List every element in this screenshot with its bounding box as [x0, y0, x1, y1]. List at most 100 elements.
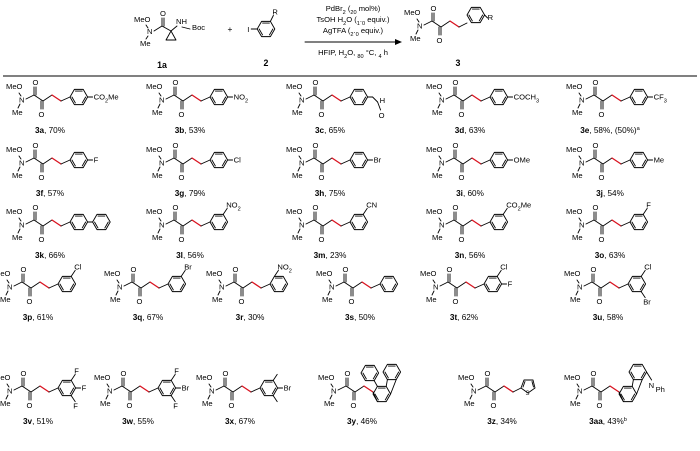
product-label-3h: 3h, 75% [315, 189, 346, 198]
start-material-label: 1a [157, 60, 167, 70]
benzene-ring [489, 88, 509, 106]
benzene-ring [209, 151, 229, 169]
nitrogen-label: N [107, 387, 112, 396]
compound-yield: , 70% [44, 126, 65, 135]
bond [48, 283, 59, 289]
new-c-c-bond [503, 385, 514, 393]
ring-double-bond [362, 372, 367, 380]
benzene-ring [628, 363, 648, 381]
product-label-3n: 3n, 56% [455, 251, 486, 260]
bond [6, 279, 10, 284]
new-c-c-bond [471, 157, 482, 165]
oxygen-label: O [313, 78, 319, 87]
bond [377, 101, 382, 111]
bond [456, 281, 467, 289]
bond [105, 394, 109, 400]
bond [370, 283, 381, 289]
bond [602, 94, 613, 102]
bond [640, 291, 646, 299]
nitrogen-label: N [471, 387, 476, 396]
bond [453, 94, 464, 102]
bond [438, 217, 442, 222]
bond [453, 157, 464, 165]
bond [480, 221, 491, 227]
ring-double-bond [271, 283, 276, 291]
bond [13, 385, 23, 391]
bond [60, 159, 71, 165]
benzene-ring [209, 213, 229, 231]
ring-double-bond [71, 96, 76, 104]
ring-double-bond [630, 393, 636, 401]
methyl-label: Me [426, 295, 437, 304]
compound-yield: , 79% [184, 189, 205, 198]
product-label-3v: 3v, 51% [23, 417, 53, 426]
methyl-label: Me [12, 171, 23, 180]
nitrogen-label: N [417, 22, 422, 31]
oxygen-label: O [121, 369, 127, 378]
nitrogen-label: N [439, 96, 444, 105]
oxygen-label: O [459, 173, 465, 182]
bond [33, 157, 44, 165]
ring-double-bond [491, 221, 496, 229]
benzene-ring [69, 213, 89, 231]
substituent-label: Br [374, 156, 382, 165]
ring-double-bond [221, 221, 227, 229]
thiophene-ring [520, 379, 536, 394]
methyl-label: Me [572, 108, 583, 117]
new-c-c-bond [51, 219, 62, 227]
methoxy-label: MeO [6, 145, 23, 154]
compound-yield: , 57% [43, 189, 64, 198]
bond [462, 94, 473, 102]
product-label-3k: 3k, 66% [35, 251, 65, 260]
oxygen-label: O [160, 9, 166, 18]
bond [70, 373, 76, 381]
reagent-3: AgTFA (2.0 equiv.) [323, 26, 384, 38]
ring-double-bond [478, 14, 484, 22]
compound-yield: , 58% [602, 313, 623, 322]
ring-double-bond [261, 387, 266, 395]
oxygen-label: O [319, 235, 325, 244]
bond [200, 159, 211, 165]
bond [578, 217, 582, 222]
bond [439, 281, 449, 287]
oxygen-label: O [379, 111, 385, 120]
methyl-label: Me [432, 171, 443, 180]
oxygen-label: O [313, 203, 319, 212]
bond [445, 219, 455, 225]
compound-id: 3z [487, 417, 496, 426]
bond [140, 281, 151, 289]
methoxy-label: MeO [146, 82, 163, 91]
bond [272, 373, 278, 381]
bond [620, 221, 631, 227]
bond [165, 219, 175, 225]
methyl-label: Me [152, 108, 163, 117]
ring-double-bond [221, 96, 227, 104]
bond [432, 279, 436, 284]
substituent-label: Me [654, 156, 665, 165]
benzene-ring [256, 20, 276, 38]
bond [313, 157, 324, 165]
oxygen-label: O [27, 297, 33, 306]
product-label-3m: 3m, 23% [314, 251, 347, 260]
methyl-label: Me [152, 171, 163, 180]
benzene-ring [57, 275, 77, 293]
bond [200, 221, 211, 227]
product-label-3g: 3g, 79% [175, 189, 206, 198]
methyl-label: Me [0, 295, 11, 304]
bond [577, 103, 581, 109]
benzene-ring [69, 88, 89, 106]
substituent-label: CO2Me [94, 93, 119, 105]
benzene-ring [92, 213, 111, 231]
new-c-c-bond [39, 385, 50, 393]
compound-id: 3k [35, 251, 45, 260]
ring-double-bond [351, 159, 356, 167]
bond [298, 155, 302, 160]
bond [362, 207, 368, 215]
compound-yield: , 75% [324, 189, 345, 198]
